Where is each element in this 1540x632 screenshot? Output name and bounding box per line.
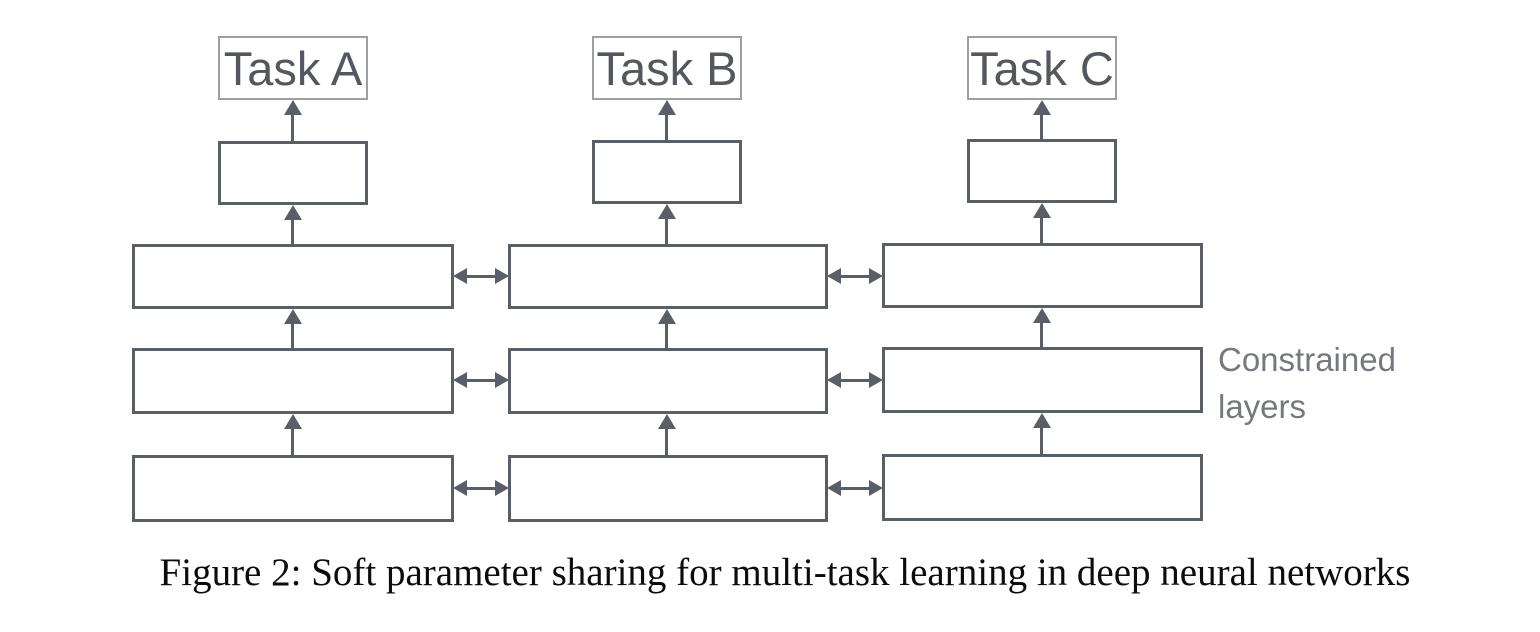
constrained-layer2-box-task-c	[882, 347, 1203, 413]
up-arrow-icon	[658, 414, 676, 455]
annotation-line-1: Constrained	[1218, 341, 1396, 378]
constrained-layer1-box-task-a	[132, 244, 454, 309]
up-arrow-icon	[1033, 413, 1051, 454]
double-arrow-icon	[827, 268, 883, 285]
up-arrow-icon	[1033, 100, 1051, 139]
constrained-layer2-box-task-a	[132, 348, 454, 414]
up-arrow-icon	[658, 100, 676, 140]
task-c-label: Task C	[970, 41, 1114, 95]
up-arrow-icon	[284, 100, 302, 141]
up-arrow-icon	[1033, 203, 1051, 243]
up-arrow-icon	[284, 309, 302, 348]
up-arrow-icon	[284, 414, 302, 455]
output-layer-box-task-b	[592, 140, 742, 204]
constrained-layers-annotation: Constrained layers	[1218, 336, 1396, 430]
constrained-layer2-box-task-b	[508, 348, 828, 414]
up-arrow-icon	[1033, 308, 1051, 347]
input-layer-box-task-c	[882, 454, 1203, 521]
double-arrow-icon	[453, 372, 509, 389]
task-b-label: Task B	[596, 41, 738, 95]
double-arrow-icon	[453, 268, 509, 285]
task-a-label: Task A	[223, 41, 363, 95]
up-arrow-icon	[284, 205, 302, 244]
constrained-layer1-box-task-b	[508, 244, 828, 309]
task-a-label-box: Task A	[218, 36, 368, 100]
annotation-line-2: layers	[1218, 388, 1307, 425]
task-b-label-box: Task B	[592, 36, 742, 100]
up-arrow-icon	[658, 204, 676, 244]
output-layer-box-task-c	[967, 139, 1117, 203]
double-arrow-icon	[827, 372, 883, 389]
figure-caption: Figure 2: Soft parameter sharing for mul…	[159, 551, 1411, 594]
double-arrow-icon	[453, 480, 509, 497]
task-c-label-box: Task C	[967, 36, 1117, 100]
output-layer-box-task-a	[218, 141, 368, 205]
constrained-layer1-box-task-c	[882, 243, 1203, 308]
input-layer-box-task-a	[132, 455, 454, 522]
input-layer-box-task-b	[508, 455, 828, 522]
double-arrow-icon	[827, 480, 883, 497]
up-arrow-icon	[658, 309, 676, 348]
